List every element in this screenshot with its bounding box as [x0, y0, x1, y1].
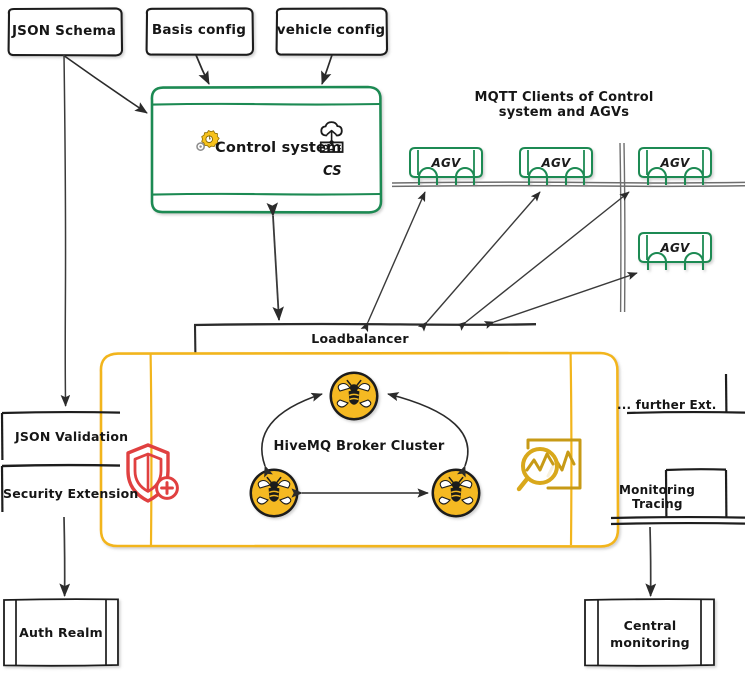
- security-extension-bracket: [0, 463, 121, 513]
- arrow-agv1-loadbalancer: [360, 191, 426, 333]
- further-ext-bracket: [626, 373, 746, 415]
- hivemq-cluster-label: HiveMQ Broker Cluster: [273, 439, 445, 454]
- monitoring-chart-icon: [516, 438, 582, 492]
- mqtt-clients-title: MQTT Clients of Control system and AGVs: [474, 90, 654, 120]
- arrow-monitoring-to-central-monitoring: [645, 526, 657, 598]
- json-validation-bracket: [0, 410, 121, 461]
- control-system-tag: CS: [323, 164, 342, 179]
- agv-label-2: AGV: [541, 156, 571, 170]
- cloud-server-icon: [319, 121, 344, 153]
- arrow-basis-config-to-control-system: [195, 54, 210, 85]
- arrow-agv2-loadbalancer: [417, 191, 541, 332]
- agv-label-3: AGV: [660, 156, 690, 170]
- agv-unit-4: [638, 232, 712, 270]
- broker-node-left: [249, 468, 299, 518]
- tracing-label[interactable]: Tracing: [632, 497, 683, 511]
- input-box-json-schema: [7, 7, 124, 57]
- json-validation-label[interactable]: JSON Validation: [15, 429, 129, 444]
- central-monitoring-label-line1: Central: [623, 618, 677, 633]
- arrow-json-schema-to-control-system: [62, 54, 148, 114]
- gear-icon: [196, 130, 220, 151]
- input-box-basis-config: [145, 7, 255, 56]
- auth-realm-box: [3, 598, 119, 667]
- monitoring-tracing-bracket: [610, 468, 746, 526]
- broker-node-top: [329, 371, 379, 421]
- arrow-agv4-loadbalancer: [483, 272, 638, 329]
- monitoring-label[interactable]: Monitoring: [619, 483, 695, 497]
- arrow-json-schema-to-json-validation: [60, 54, 71, 407]
- further-extensions-label[interactable]: ... further Ext.: [617, 398, 717, 412]
- central-monitoring-box: [584, 598, 715, 667]
- agv-label-1: AGV: [431, 156, 461, 170]
- arrow-security-extension-to-auth-realm: [59, 516, 71, 598]
- agv-unit-3: [638, 147, 712, 185]
- arrow-vehicle-config-to-control-system: [321, 54, 333, 85]
- loadbalancer-label: Loadbalancer: [311, 331, 409, 346]
- arrow-cluster-left-top: [261, 392, 323, 478]
- broker-node-right: [431, 468, 481, 518]
- arrow-control-system-loadbalancer: [266, 202, 284, 322]
- arrow-cluster-right-top: [387, 392, 469, 478]
- agv-unit-2: [519, 147, 593, 185]
- central-monitoring-label-line2: monitoring: [610, 635, 690, 650]
- input-label-basis-config[interactable]: Basis config: [151, 22, 247, 38]
- input-label-json-schema[interactable]: JSON Schema: [11, 23, 117, 39]
- input-label-vehicle-config[interactable]: vehicle config: [276, 22, 386, 38]
- auth-realm-label: Auth Realm: [19, 625, 103, 640]
- agv-unit-1: [409, 147, 483, 185]
- agv-label-4: AGV: [660, 241, 690, 255]
- arrow-agv3-loadbalancer: [456, 191, 630, 331]
- control-system-label: Control system: [215, 140, 342, 156]
- security-extension-label[interactable]: Security Extension: [3, 486, 139, 501]
- input-box-vehicle-config: [275, 7, 389, 56]
- security-shield-icon: [126, 443, 179, 503]
